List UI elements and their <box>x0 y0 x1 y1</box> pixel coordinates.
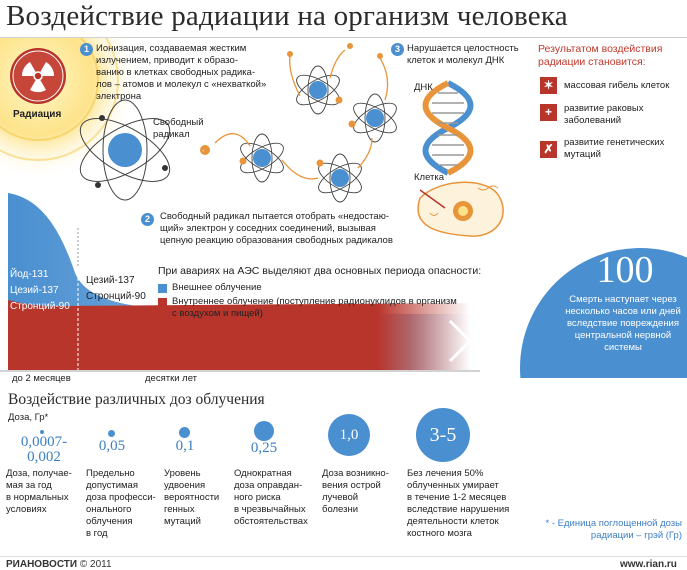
axis-right-label: десятки лет <box>145 373 198 384</box>
footer-copyright: © 2011 <box>79 559 112 570</box>
dose-1-value: 0,0007-0,002 <box>20 434 68 465</box>
step-1-badge: 1 <box>80 43 93 56</box>
periods-heading: При авариях на АЭС выделяют два основных… <box>158 265 482 277</box>
ria-novosti-logo: РИАНОВОСТИ © 2011 <box>6 559 112 570</box>
dose-unit: Доза, Гр* <box>8 412 49 423</box>
dose-3-value: 0,1 <box>175 438 195 454</box>
result-item-1: массовая гибель клеток <box>564 80 670 91</box>
dose-5-value: 1,0 <box>339 427 359 443</box>
legend-external-label: Внешнее облучение <box>172 282 262 293</box>
footer-url-link[interactable]: www.rian.ru <box>620 559 677 570</box>
legend-internal-label: Внутреннее облучение (поступление радион… <box>172 296 457 319</box>
radiation-label: Радиация <box>13 109 62 120</box>
cell-label: Клетка <box>414 172 445 183</box>
genetic-mutation-icon: ✗ <box>540 141 557 158</box>
dose-100-value: 100 <box>596 249 654 291</box>
page-title: Воздействие радиации на организм человек… <box>6 0 568 32</box>
svg-text:-: - <box>202 146 205 155</box>
step-2-badge: 2 <box>141 213 154 226</box>
electron-particle <box>200 145 210 155</box>
dna-label: ДНК <box>414 82 433 93</box>
axis-left-label: до 2 месяцев <box>12 373 71 384</box>
footer-divider <box>0 556 687 557</box>
mass-cell-death-icon: ✶ <box>540 77 557 94</box>
dose-100-circle <box>520 248 687 378</box>
title-divider <box>0 37 687 38</box>
cancer-plus-icon: + <box>540 104 557 121</box>
chain-arrows <box>214 49 389 180</box>
free-radical-atom <box>79 99 171 201</box>
dose-4-value: 0,25 <box>250 440 278 456</box>
cell-illustration <box>417 181 504 237</box>
atom-chain <box>240 65 397 203</box>
electron-particles <box>239 43 383 167</box>
dose-3-circle <box>179 427 190 438</box>
doses-title: Воздействие различных доз облучения <box>8 391 265 408</box>
dose-2-value: 0,05 <box>98 438 126 454</box>
legend-external-swatch <box>158 284 167 293</box>
dose-6-circle: 3-5 <box>416 408 470 462</box>
legend-internal-swatch <box>158 298 167 307</box>
chart-arrow-icon <box>448 319 473 363</box>
dose-10-50-value: 10-50 <box>539 381 601 410</box>
exposure-area-chart <box>8 193 480 370</box>
dose-5-circle: 1,0 <box>328 414 370 456</box>
step-3-badge: 3 <box>391 43 404 56</box>
dna-helix-icon <box>422 80 474 176</box>
dose-2-circle <box>108 430 115 437</box>
dose-6-value: 3-5 <box>429 424 457 446</box>
radiation-symbol-icon <box>10 48 66 104</box>
step-2-text: Свободный радикал пытается отобрать «нед… <box>160 211 393 246</box>
dose-4-circle <box>254 421 274 441</box>
radiation-illustration: - <box>0 38 687 378</box>
internal-exposure-area <box>8 300 470 370</box>
dose-1-circle <box>40 430 44 434</box>
